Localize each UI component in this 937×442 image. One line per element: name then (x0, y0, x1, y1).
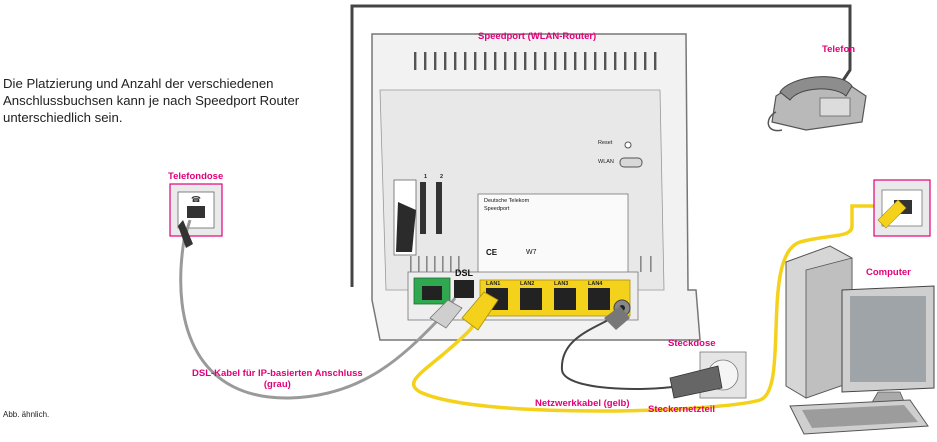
computer-lan-socket (873, 179, 931, 237)
lan2-port-label: LAN2 (520, 281, 535, 287)
phone-plug (396, 202, 416, 252)
telefondose-socket: ☎ (169, 183, 223, 237)
description-line-1: Die Platzierung und Anzahl der verschied… (3, 76, 274, 91)
lan1-port-label: LAN1 (486, 281, 501, 287)
router-illustration (371, 33, 701, 341)
power-cable (560, 317, 681, 390)
steckdose-label: Steckdose (668, 338, 716, 349)
plate-w7-mark: W7 (526, 249, 537, 256)
lan4-port-label: LAN4 (588, 281, 603, 287)
wlan-label: WLAN (598, 159, 614, 165)
phone-cable (350, 4, 852, 287)
description-text: Die Platzierung und Anzahl der verschied… (3, 75, 333, 126)
phone-port-number-2: 2 (440, 174, 444, 180)
router-label: Speedport (WLAN-Router) (478, 31, 597, 42)
computer-label: Computer (866, 267, 911, 278)
telephone-illustration (767, 76, 867, 132)
phone-port-number-1: 1 (424, 174, 428, 180)
reset-label: Reset (598, 140, 613, 146)
dsl-kabel-label: DSL-Kabel für IP-basierten Anschluss (gr… (192, 368, 363, 390)
description-line-3: unterschiedlich sein. (3, 110, 123, 125)
telefon-label: Telefon (822, 44, 856, 55)
dsl-port-label: DSL (455, 268, 473, 278)
dsl-kabel-label-line-2: (grau) (263, 379, 291, 390)
netzwerkkabel-label: Netzwerkkabel (gelb) (535, 398, 630, 409)
plate-brand: Deutsche Telekom (484, 198, 530, 204)
computer-illustration (785, 245, 935, 435)
svg-text:☎: ☎ (191, 195, 201, 204)
steckernetzteil-label: Steckernetzteil (648, 404, 716, 415)
plate-model: Speedport (484, 206, 510, 212)
lan3-port-label: LAN3 (554, 281, 569, 287)
telefondose-label: Telefondose (168, 171, 224, 182)
network-cable (412, 204, 882, 413)
description-line-2: Anschlussbuchsen kann je nach Speedport … (3, 93, 300, 108)
plate-ce-mark: CE (486, 248, 498, 257)
dsl-cable (179, 219, 457, 400)
dsl-plug (429, 299, 463, 329)
steckdose-socket (669, 351, 747, 399)
network-plug (461, 291, 499, 331)
dsl-kabel-label-line-1: DSL-Kabel für IP-basierten Anschluss (192, 368, 363, 379)
footnote: Abb. ähnlich. (3, 410, 50, 419)
